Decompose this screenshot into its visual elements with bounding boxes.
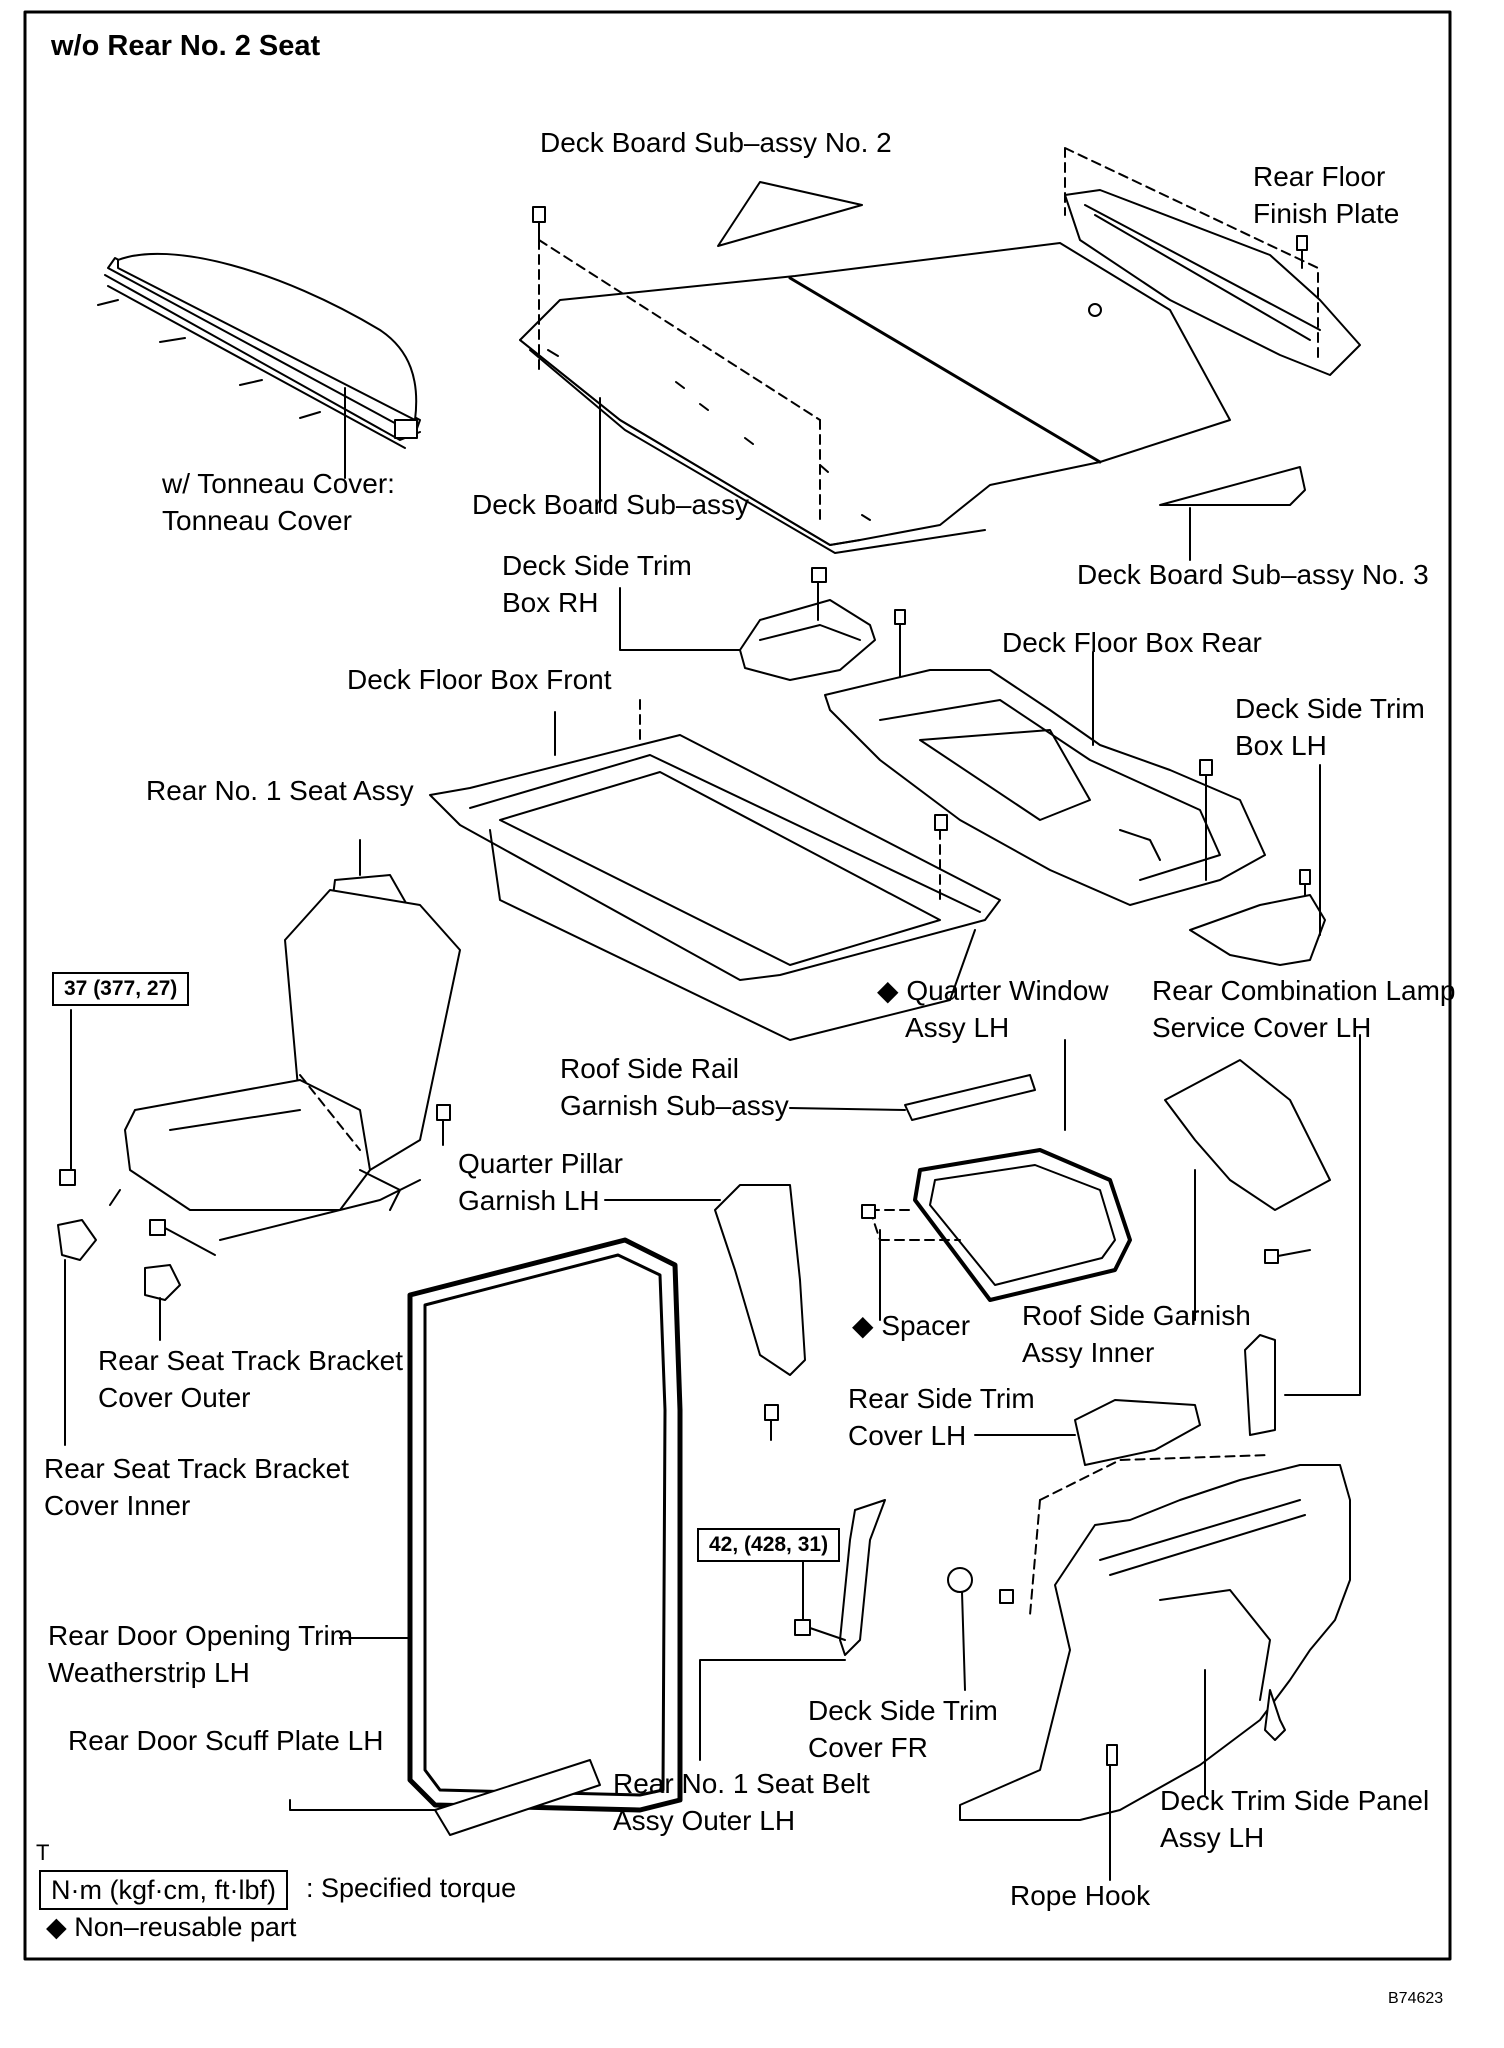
lamp-service-cover-part [1164, 1059, 1331, 1264]
label-quarter-window: ◆ Quarter Window Assy LH [877, 975, 1109, 1043]
label-deck-board-no2: Deck Board Sub–assy No. 2 [540, 127, 892, 158]
roof-side-rail-garnish-part [904, 1074, 1036, 1121]
track-bracket-outer-part [144, 1264, 181, 1301]
label-deck-side-trim-box-lh: Deck Side Trim Box LH [1235, 693, 1425, 761]
quarter-window-part [861, 1148, 1132, 1302]
tonneau-cover-part [97, 252, 421, 449]
rear-side-trim-cover-part [1074, 1399, 1201, 1466]
deck-board-part [519, 242, 1231, 554]
deck-floor-box-front-part [429, 699, 1001, 1041]
legend-unit-text: : Specified torque [306, 1873, 517, 1903]
rear-floor-finish-plate-part [1064, 147, 1361, 376]
label-door-weatherstrip: Rear Door Opening Trim Weatherstrip LH [48, 1620, 354, 1688]
door-weatherstrip-part [407, 1237, 683, 1813]
quarter-pillar-garnish-part [714, 1184, 806, 1441]
label-scuff-plate: Rear Door Scuff Plate LH [68, 1725, 384, 1756]
legend-non-reusable: ◆ Non–reusable part [46, 1912, 297, 1942]
torque-seat: 37 (377, 27) [52, 972, 190, 1006]
leader-lines [64, 387, 1361, 1881]
deck-trim-side-panel-part [959, 1454, 1351, 1821]
label-track-bracket-inner: Rear Seat Track Bracket Cover Inner [44, 1453, 350, 1521]
diagram-title: w/o Rear No. 2 Seat [51, 30, 321, 62]
label-tonneau-cover: w/ Tonneau Cover: Tonneau Cover [162, 468, 395, 536]
label-lamp-service-cover: Rear Combination Lamp Service Cover LH [1152, 975, 1456, 1043]
label-deck-board: Deck Board Sub–assy [472, 489, 750, 520]
deck-side-trim-box-lh-part [1189, 869, 1326, 966]
deck-board-no2-part [717, 181, 863, 247]
label-rear-side-trim-cover: Rear Side Trim Cover LH [848, 1383, 1035, 1451]
deck-board-bolts [532, 206, 821, 521]
label-seat-belt: Rear No. 1 Seat Belt Assy Outer LH [613, 1768, 870, 1836]
label-rope-hook: Rope Hook [1010, 1880, 1151, 1911]
seat-belt-part [794, 1499, 886, 1656]
label-quarter-pillar-garnish: Quarter Pillar Garnish LH [458, 1148, 623, 1216]
label-deck-trim-side-panel: Deck Trim Side Panel Assy LH [1160, 1785, 1430, 1853]
figure-code: B74623 [1388, 1990, 1444, 2007]
deck-board-no3-part [1159, 466, 1306, 506]
deck-side-trim-cover-fr-part [947, 1567, 973, 1593]
label-deck-floor-box-rear: Deck Floor Box Rear [1002, 627, 1262, 658]
deck-floor-box-rear-part [824, 669, 1266, 906]
label-deck-side-trim-cover-fr: Deck Side Trim Cover FR [808, 1695, 998, 1763]
legend-t-mark: T [36, 1840, 50, 1865]
rear-seat-part [59, 874, 461, 1256]
label-deck-board-no3: Deck Board Sub–assy No. 3 [1077, 559, 1429, 590]
deck-side-trim-box-rh-part [739, 567, 906, 701]
torque-belt: 42, (428, 31) [697, 1528, 841, 1562]
legend-unit-box: N·m (kgf·cm, ft·lbf) [39, 1870, 288, 1910]
label-track-bracket-outer: Rear Seat Track Bracket Cover Outer [98, 1345, 404, 1413]
roof-side-garnish-inner-part [1244, 1334, 1276, 1436]
scuff-plate-part [434, 1759, 601, 1836]
label-rear-floor-finish-plate: Rear Floor Finish Plate [1253, 161, 1400, 229]
label-spacer: ◆ Spacer [852, 1310, 971, 1341]
label-deck-floor-box-front: Deck Floor Box Front [347, 664, 612, 695]
label-roof-side-garnish-inner: Roof Side Garnish Assy Inner [1022, 1300, 1251, 1368]
track-bracket-inner-part [57, 1219, 97, 1261]
label-rear-seat-assy: Rear No. 1 Seat Assy [146, 775, 414, 806]
label-deck-side-trim-box-rh: Deck Side Trim Box RH [502, 550, 692, 618]
label-roof-side-rail-garnish: Roof Side Rail Garnish Sub–assy [560, 1053, 789, 1121]
